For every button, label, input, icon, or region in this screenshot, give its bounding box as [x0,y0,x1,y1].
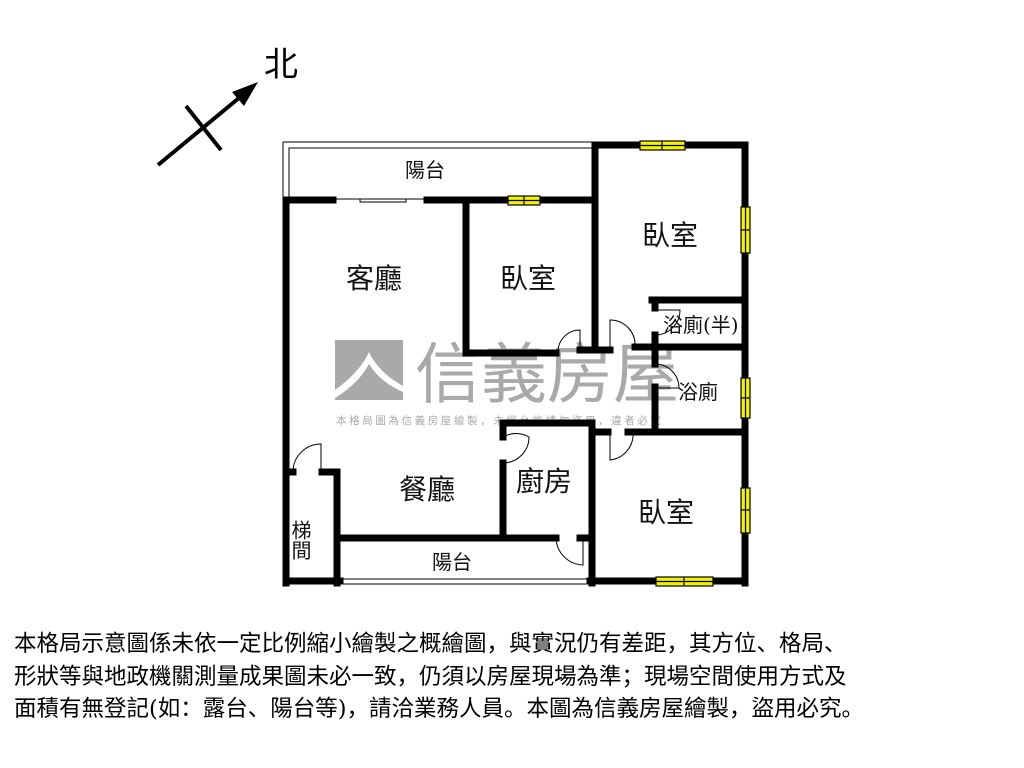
window [639,140,686,151]
disclaimer-line: 本格局示意圖係未依一定比例縮小繪製之概繪圖，與實況仍有差距，其方位、格局、 [14,631,847,657]
floor-plan: 信義房屋 本格局圖為信義房屋繪製，未經允許請勿盜用，違者必究 北 [156,45,751,587]
room-label-balcony-top: 陽台 [405,158,445,182]
room-label-bedroom-top-right: 臥室 [642,219,698,252]
window [507,195,541,206]
disclaimer-line: 形狀等與地政機關測量成果圖未必一致，仍須以房屋現場為準；現場空間使用方式及 [14,663,847,690]
room-label-kitchen: 廚房 [516,465,572,498]
room-label-bedroom-middle: 臥室 [500,262,556,295]
room-label-living-room: 客廳 [346,262,402,295]
room-label-half-bath: 浴廁(半) [663,313,739,337]
window [740,487,751,534]
room-label-bathroom: 浴廁 [678,380,718,404]
windows [507,140,751,587]
window [740,377,751,419]
door-swings [292,309,681,566]
disclaimer-text: 本格局示意圖係未依一定比例縮小繪製之概繪圖，與實況仍有差距，其方位、格局、 形狀… [14,628,1014,726]
north-arrow-icon [232,82,258,106]
room-label-stairwell: 梯間 [288,520,312,560]
room-label-bedroom-bottom-right: 臥室 [638,496,694,529]
room-label-dining-room: 餐廳 [399,473,455,506]
north-label: 北 [264,45,298,85]
room-label-balcony-bottom: 陽台 [432,550,472,574]
compass: 北 [156,45,298,167]
balcony-outlines [282,141,596,585]
disclaimer-line: 面積有無登記(如：露台、陽台等)，請洽業務人員。本圖為信義房屋繪製，盜用必究。 [14,696,865,722]
window [655,576,714,587]
window [740,206,751,254]
